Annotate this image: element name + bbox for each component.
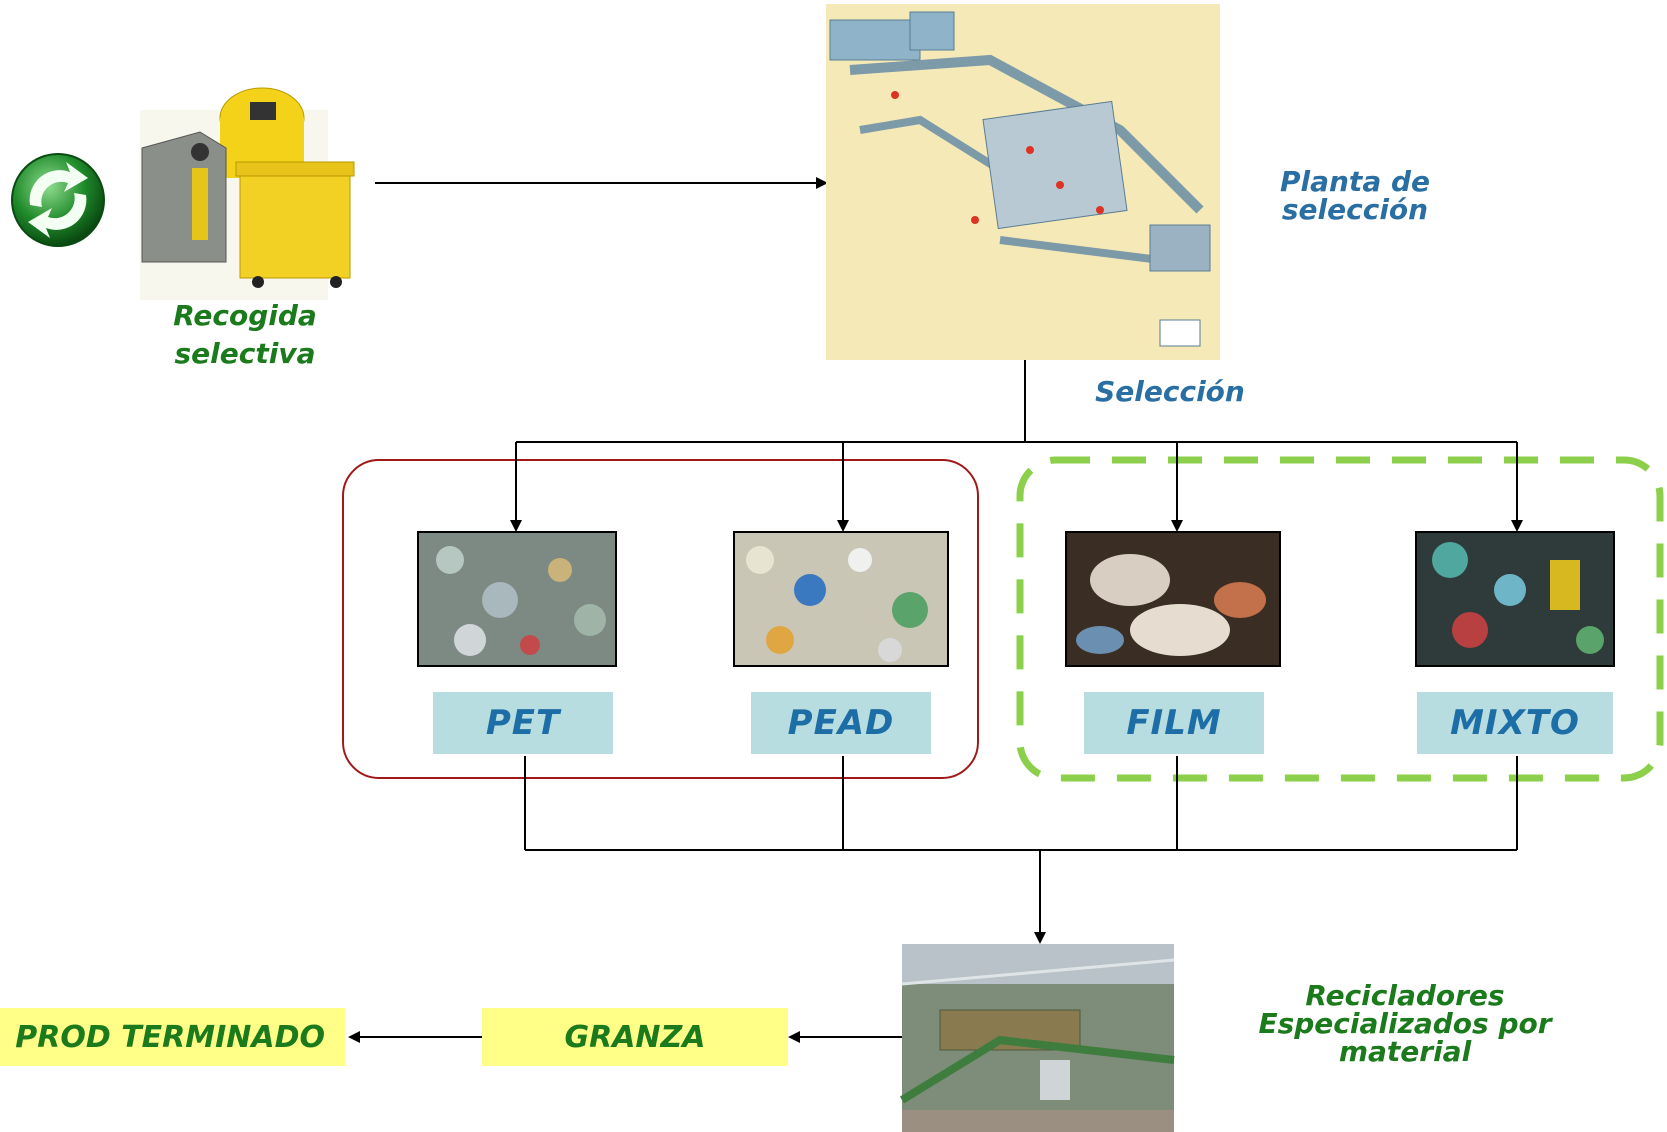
- sorting-plant-illustration: [826, 4, 1220, 360]
- recyclers-label-line1: Recicladores: [1305, 979, 1505, 1012]
- film-waste-photo: [1065, 531, 1281, 667]
- recycling-factory-photo: [899, 944, 1175, 1132]
- pead-containers-photo: [733, 531, 949, 667]
- plant-label-line1: Planta de: [1279, 165, 1430, 198]
- selection-label: Selección: [1095, 375, 1245, 408]
- collection-label-line1: Recogida: [173, 299, 317, 332]
- recyclers-label-line2: Especializados por: [1258, 1007, 1552, 1040]
- pet-bottles-photo: [417, 531, 617, 667]
- finished-product-box: PROD TERMINADO: [0, 1008, 345, 1066]
- red-group-outline: [342, 459, 979, 779]
- recyclers-label: Recicladores Especializados por material: [1220, 982, 1590, 1066]
- green-group-outline: [1016, 456, 1664, 782]
- category-pet-label: PET: [433, 692, 613, 754]
- recyclers-label-line3: material: [1338, 1035, 1472, 1068]
- collection-label-line2: selectiva: [174, 337, 316, 371]
- mixed-plastic-photo: [1415, 531, 1615, 667]
- collection-label: Recogida selectiva: [130, 299, 360, 371]
- recycling-containers-image: [140, 87, 355, 300]
- plant-label-line2: selección: [1281, 193, 1429, 226]
- category-pead-label: PEAD: [751, 692, 931, 754]
- recycle-icon: [11, 153, 105, 247]
- plant-label: Planta de selección: [1250, 168, 1460, 224]
- finished-product-label: PROD TERMINADO: [15, 1019, 325, 1055]
- category-mixto-label: MIXTO: [1417, 692, 1613, 754]
- granza-box: GRANZA: [482, 1008, 788, 1066]
- category-film-label: FILM: [1084, 692, 1264, 754]
